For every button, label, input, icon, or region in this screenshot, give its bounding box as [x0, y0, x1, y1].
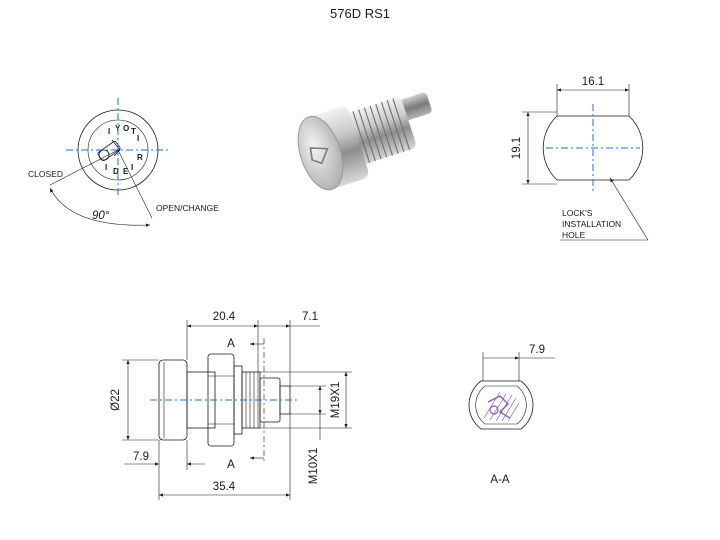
hole-note-line-1: LOCK'S	[562, 208, 593, 218]
section-mark-top: A	[227, 338, 235, 350]
closed-label: CLOSED	[28, 169, 63, 179]
thread-major: M19X1	[330, 382, 342, 418]
rotation-arc	[49, 187, 151, 227]
section-mark-bottom: A	[227, 459, 235, 471]
hole-note-line-3: HOLE	[562, 230, 585, 240]
open-ray	[117, 149, 153, 219]
hole-outline	[542, 115, 644, 181]
face-letter: I	[131, 163, 133, 172]
drawing-title: 576D RS1	[330, 6, 390, 21]
dim-35-4: 35.4	[213, 481, 236, 493]
section-dim-7-9: 7.9	[529, 344, 545, 356]
face-letter: I	[105, 163, 107, 172]
render-face	[297, 115, 344, 191]
dim-dia-22: Ø22	[110, 389, 122, 411]
face-letter: E	[123, 167, 129, 176]
hole-leader	[609, 177, 649, 241]
section-outline	[468, 380, 534, 430]
dim-7-1: 7.1	[302, 311, 318, 323]
hole-view: 16.1 19.1 LOCK'S INSTALLATION HOLE	[511, 76, 649, 241]
hole-width-dim: 16.1	[582, 76, 604, 88]
section-label: A-A	[490, 474, 510, 486]
face-letter: R	[137, 153, 143, 162]
face-letter: D	[113, 167, 119, 176]
product-render	[297, 92, 432, 191]
front-view: I Y O T I R I E D I CLOSED OPEN/CHANGE 9…	[28, 98, 219, 227]
face-letter: T	[131, 127, 136, 136]
dim-20-4: 20.4	[213, 311, 236, 323]
section-inner	[475, 385, 527, 425]
section-view: 7.9 A-A	[468, 344, 555, 486]
section-hatch	[483, 391, 520, 422]
thread-minor: M10X1	[308, 448, 320, 484]
render-keyway	[309, 147, 329, 165]
key-slot-icon	[97, 139, 121, 162]
hole-note-line-2: INSTALLATION	[562, 219, 621, 229]
side-view: A A 20.4 7.1 Ø22 7.9 35.4 M19X1	[110, 311, 352, 500]
closed-ray	[49, 149, 119, 186]
face-letter: I	[137, 134, 139, 143]
open-change-label: OPEN/CHANGE	[156, 203, 219, 213]
angle-label: 90°	[92, 210, 110, 222]
hole-height-dim: 19.1	[511, 137, 523, 159]
face-letter: I	[108, 127, 110, 136]
dim-7-9-head: 7.9	[133, 451, 149, 463]
render-head	[297, 106, 369, 191]
face-letter: O	[123, 124, 129, 133]
